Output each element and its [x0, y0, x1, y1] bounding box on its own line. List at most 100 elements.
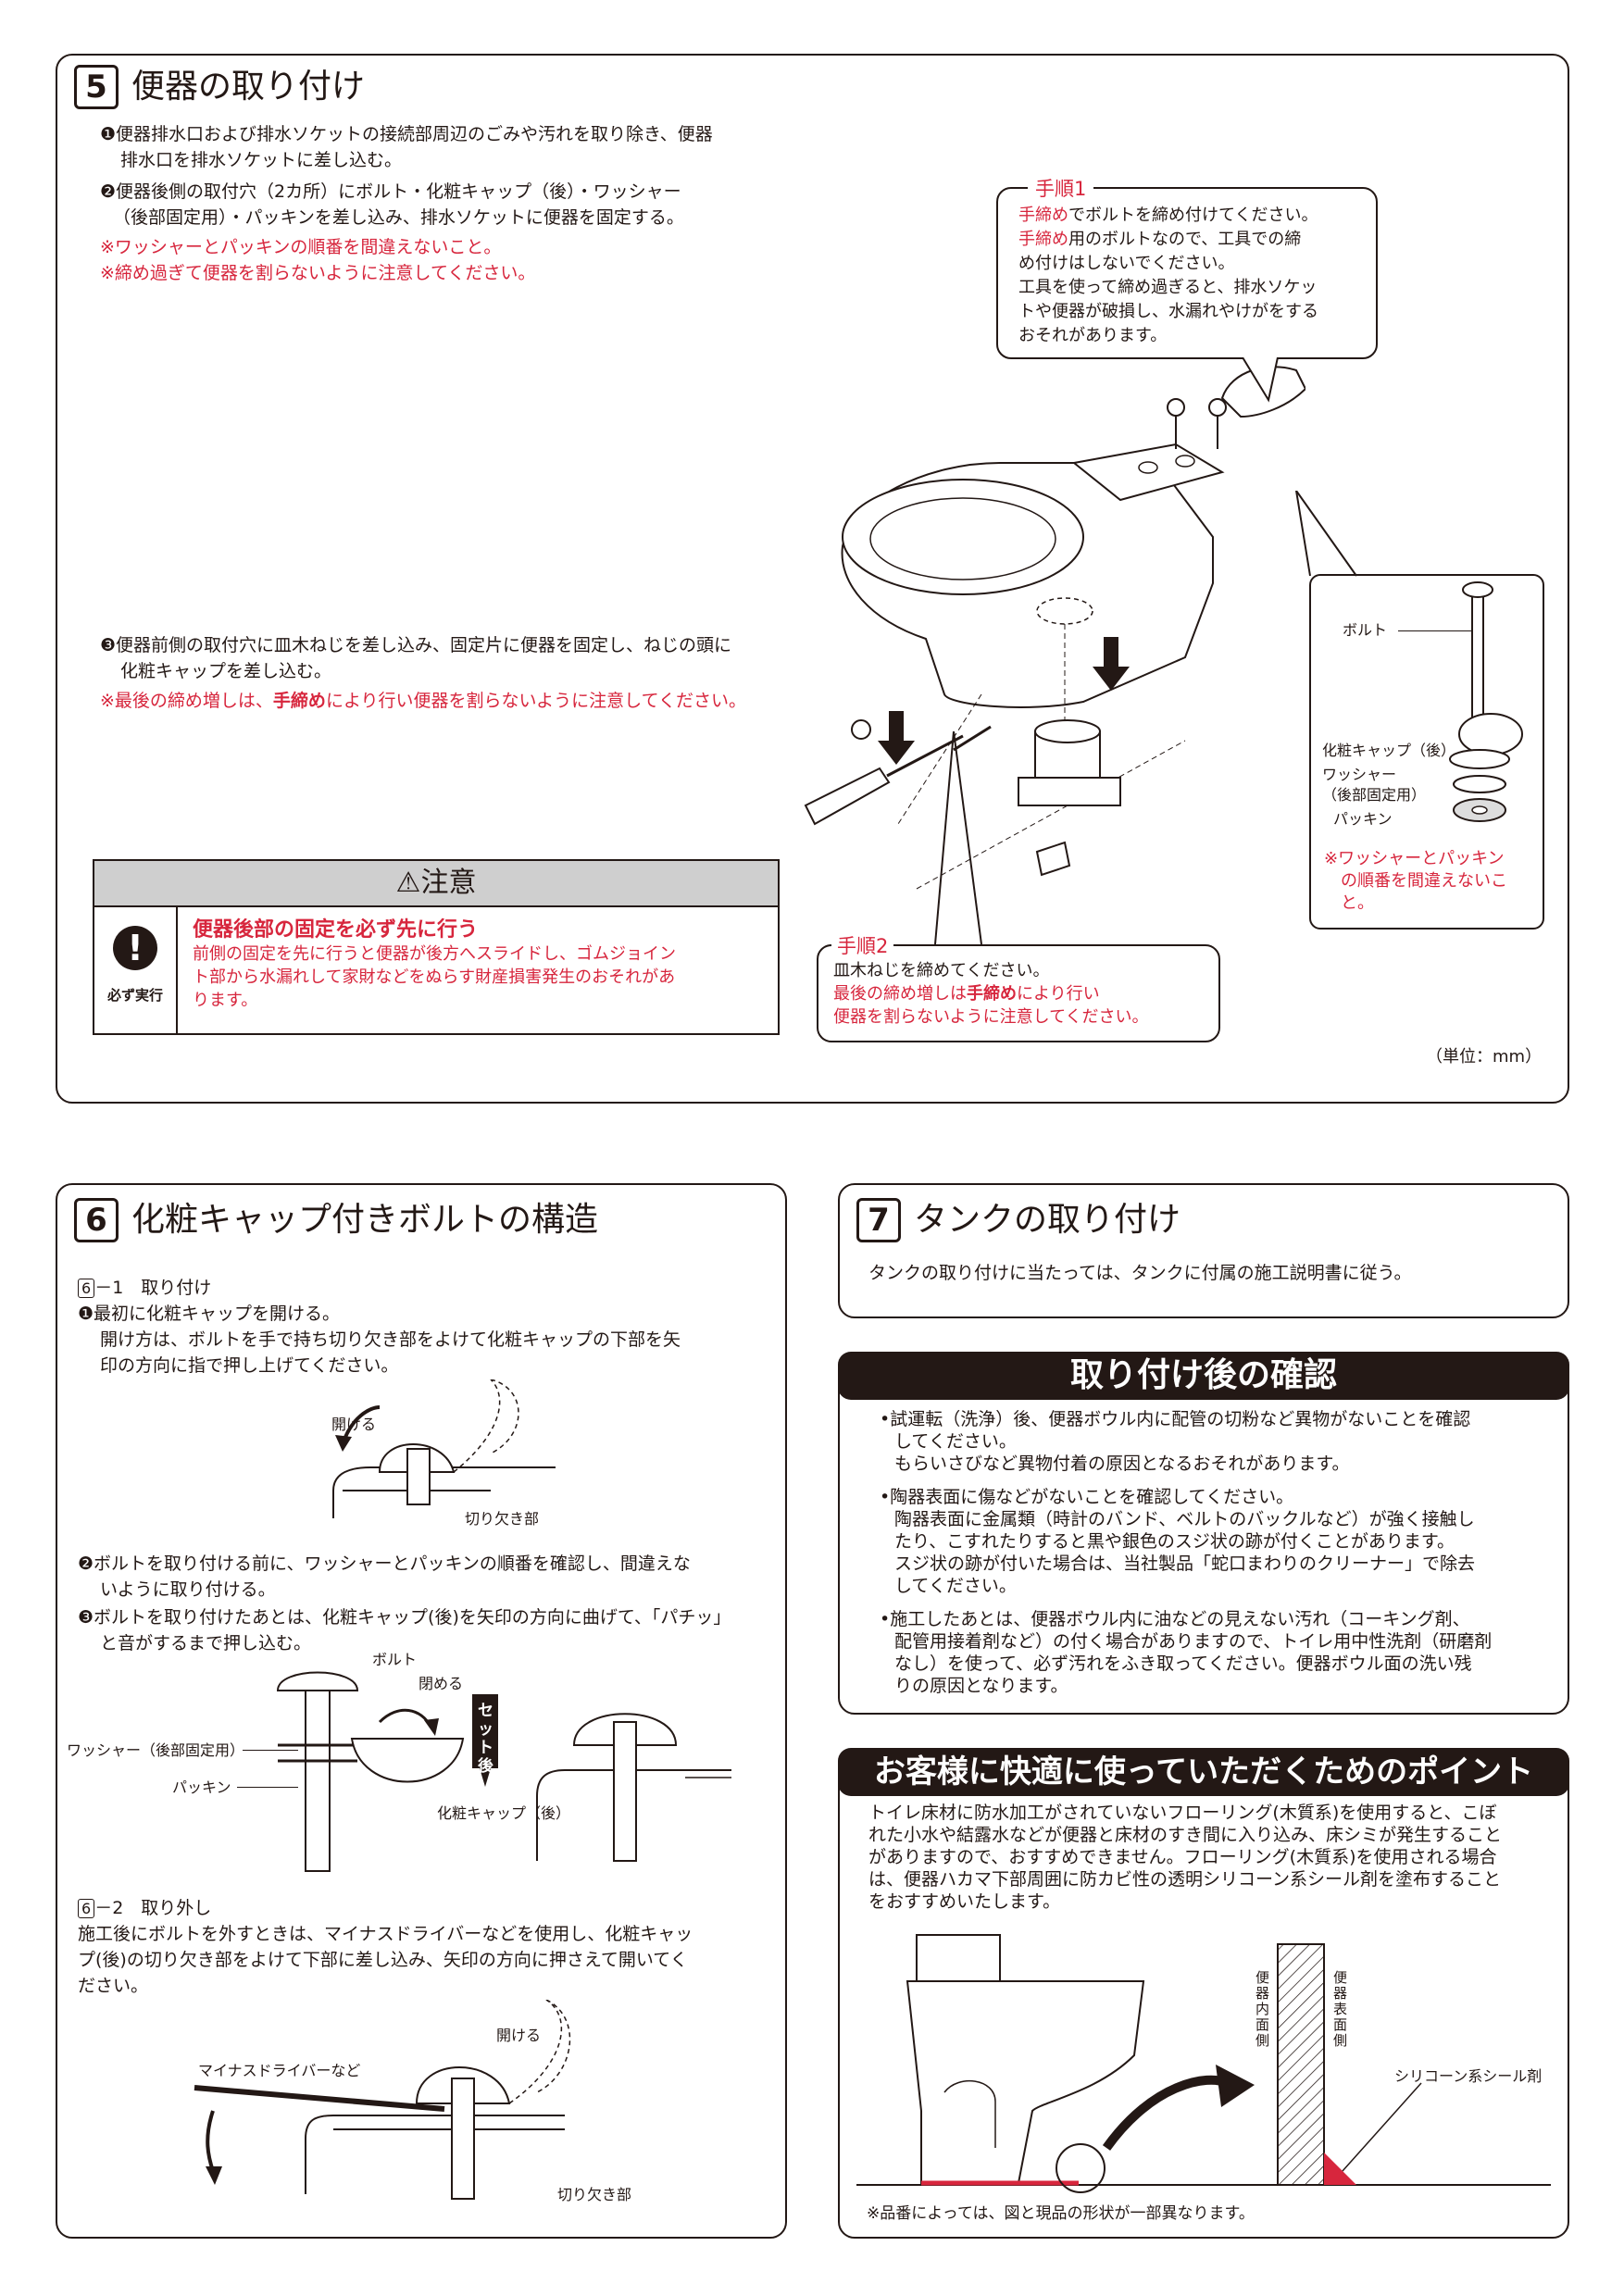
fig3-notch-label: 切り欠き部 [557, 2186, 632, 2203]
step-2-line-1: ❷便器後側の取付穴（2カ所）にボルト・化粧キャップ（後）・ワッシャー [100, 181, 681, 202]
s6-item-3a: ❸ボルトを取り付けたあとは、化粧キャップ(後)を矢印の方向に曲げて、「パチッ」 [78, 1607, 731, 1628]
subsection-text: －1 取り付け [94, 1278, 212, 1298]
s6-item-1c: 印の方向に指で押し上げてください。 [100, 1355, 399, 1376]
emphasis: 手締め [1018, 230, 1068, 249]
s6-item-1b: 開け方は、ボルトを手で持ち切り欠き部をよけて化粧キャップの下部を矢 [100, 1329, 681, 1350]
parts-warning-2: の順番を間違えないこ [1341, 871, 1507, 891]
section-5-title: 5 便器の取り付け [74, 65, 365, 109]
note-part: ※最後の締め増しは、 [100, 691, 273, 711]
section-title-text: 便器の取り付け [131, 68, 366, 106]
caution-header: ⚠注意 [94, 861, 778, 907]
caution-heading: 便器後部の固定を必ず先に行う [193, 918, 479, 942]
procedure-2-line-1: 皿木ねじを締めてください。 [833, 961, 1050, 980]
tips-line-1: トイレ床材に防水加工がされていないフローリング(木質系)を使用すると、こぼ [868, 1803, 1497, 1823]
step-3-line-2: 化粧キャップを差し込む。 [120, 661, 332, 681]
procedure-1-line-5: トや便器が破損し、水漏れやけがをする [1018, 302, 1318, 321]
procedure-1-line-6: おそれがあります。 [1018, 326, 1168, 345]
section-number: 5 [74, 65, 119, 109]
text: でボルトを締め付けてください。 [1068, 206, 1318, 225]
check-1a: •試運転（洗浄）後、便器ボウル内に配管の切粉など異物がないことを確認 [880, 1409, 1471, 1429]
part-label-bolt: ボルト [1343, 621, 1388, 639]
check-1b: してください。 [894, 1431, 1017, 1452]
fig2-bolt-label: ボルト [372, 1651, 418, 1668]
fig3-open-label: 開ける [496, 2027, 542, 2044]
sealant-label: シリコーン系シール剤 [1394, 2067, 1543, 2085]
procedure-1-label: 手順1 [1028, 174, 1094, 202]
unit-label: （単位：mm） [1426, 1047, 1543, 1067]
procedure-1-line-3: め付けはしないでください。 [1018, 254, 1235, 273]
emphasis: 手締め [1018, 206, 1068, 225]
caution-icon-cell: ! 必ず実行 [94, 907, 178, 1033]
part-label-packing: パッキン [1333, 810, 1393, 828]
note-emphasis: 手締め [272, 691, 326, 711]
part-label-washer-1: ワッシャー [1322, 766, 1397, 783]
fig2-washer-label: ワッシャー（後部固定用） [67, 1741, 245, 1759]
step-2-line-2: （後部固定用）・パッキンを差し込み、排水ソケットに便器を固定する。 [113, 207, 684, 228]
bubble-tail-2 [934, 731, 982, 945]
leader-line [1398, 630, 1472, 631]
note-hand-tighten: ※最後の締め増しは、手締めにより行い便器を割らないように注意してください。 [100, 689, 746, 714]
bolt-parts-illustration [1449, 581, 1523, 822]
subsection-number: 6 [78, 1279, 95, 1298]
caution-icon-label: 必ず実行 [106, 987, 163, 1004]
section-7-title: 7 タンクの取り付け [856, 1198, 1181, 1242]
tips-line-2: れた小水や結露水などが便器と床材のすき間に入り込み、床シミが発生すること [868, 1825, 1503, 1845]
text: により行い [1017, 984, 1100, 1004]
check-3a: •施工したあとは、便器ボウル内に油などの見えない汚れ（コーキング剤、 [880, 1609, 1470, 1629]
tips-line-4: は、便器ハカマ下部周囲に防カビ性の透明シリコーン系シール剤を塗布すること [868, 1869, 1502, 1890]
note-part: により行い便器を割らないように注意してください。 [325, 691, 747, 711]
section-number: 7 [856, 1198, 901, 1242]
set-after-label: セット後 [478, 1702, 493, 1776]
procedure-2-line-2: 最後の締め増しは手締めにより行い [833, 982, 1100, 1005]
cap-close-figure [276, 1671, 731, 1872]
caution-body-3: ります。 [193, 991, 258, 1010]
fig1-open-label: 開ける [331, 1416, 377, 1433]
procedure-1-bubble [996, 187, 1378, 359]
text: 用のボルトなので、工具での締 [1068, 230, 1302, 249]
tips-line-5: をおすすめいたします。 [868, 1891, 1061, 1912]
s6-item-1: ❶最初に化粧キャップを開ける。 [78, 1304, 341, 1324]
caution-box: ⚠注意 ! 必ず実行 便器後部の固定を必ず先に行う 前側の固定を先に行うと便器が… [93, 859, 780, 1035]
step-1-line-2: 排水口を排水ソケットに差し込む。 [120, 150, 403, 170]
fig2-close-label: 閉める [418, 1675, 464, 1692]
check-2b: 陶器表面に金属類（時計のバンド、ベルトのバックルなど）が強く接触し [894, 1509, 1475, 1529]
cap-remove-figure [176, 2000, 571, 2200]
check-3d: りの原因となります。 [894, 1676, 1068, 1696]
s6-remove-2: プ(後)の切り欠き部をよけて下部に差し込み、矢印の方向に押さえて開いてく [78, 1950, 688, 1970]
s6-remove-1: 施工後にボルトを外すときは、マイナスドライバーなどを使用し、化粧キャッ [78, 1924, 693, 1944]
note-washer-order: ※ワッシャーとパッキンの順番を間違えないこと。 [100, 237, 502, 257]
exclamation-icon: ! [113, 926, 157, 970]
part-label-cap: 化粧キャップ（後） [1322, 742, 1456, 759]
check-2a: •陶器表面に傷などがないことを確認してください。 [880, 1487, 1294, 1507]
detail-pointer [1295, 491, 1357, 577]
text: 最後の締め増しは [833, 984, 967, 1004]
check-3b: 配管用接着剤など）の付く場合がありますので、トイレ用中性洗剤（研磨剤 [894, 1631, 1493, 1652]
check-1c: もらいさびなど異物付着の原因となるおそれがあります。 [894, 1454, 1350, 1474]
step-1-line-1: ❶便器排水口および排水ソケットの接続部周辺のごみや汚れを取り除き、便器 [100, 124, 713, 144]
fig3-driver-label: マイナスドライバーなど [198, 2062, 361, 2079]
sealant-illustration [856, 1934, 1551, 2193]
check-panel [838, 1352, 1569, 1715]
check-banner: 取り付け後の確認 [838, 1352, 1569, 1400]
procedure-1-line-4: 工具を使って締め過ぎると、排水ソケッ [1018, 278, 1318, 297]
section-title-text: タンクの取り付け [914, 1201, 1181, 1239]
tips-banner: お客様に快適に使っていただくためのポイント [838, 1748, 1569, 1796]
leader-line [237, 1787, 298, 1788]
s6-item-2a: ❷ボルトを取り付ける前に、ワッシャーとパッキンの順番を確認し、間違えな [78, 1554, 691, 1574]
outer-side-label: 便器表面側 [1333, 1969, 1348, 2049]
s7-body: タンクの取り付けに当たっては、タンクに付属の施工説明書に従う。 [868, 1263, 1412, 1283]
caution-body-2: ト部から水漏れして家財などをぬらす財産損害発生のおそれがあ [193, 967, 676, 987]
note-overtighten: ※締め過ぎて便器を割らないように注意してください。 [100, 263, 536, 283]
part-label-washer-2: （後部固定用） [1322, 786, 1427, 804]
procedure-2-bubble [817, 944, 1220, 1042]
fig2-packing-label: パッキン [172, 1778, 231, 1796]
fig2-cap-label: 化粧キャップ（後） [437, 1804, 571, 1822]
s6-item-2b: いように取り付ける。 [100, 1579, 276, 1600]
inner-side-label: 便器内面側 [1255, 1969, 1270, 2049]
emphasis: 手締め [967, 984, 1017, 1004]
subsection-6-1: 6－1 取り付け [78, 1276, 211, 1301]
leader-line [243, 1750, 298, 1751]
toilet-installation-illustration [804, 366, 1305, 890]
section-number: 6 [74, 1198, 119, 1242]
subsection-6-2: 6－2 取り外し [78, 1896, 211, 1921]
